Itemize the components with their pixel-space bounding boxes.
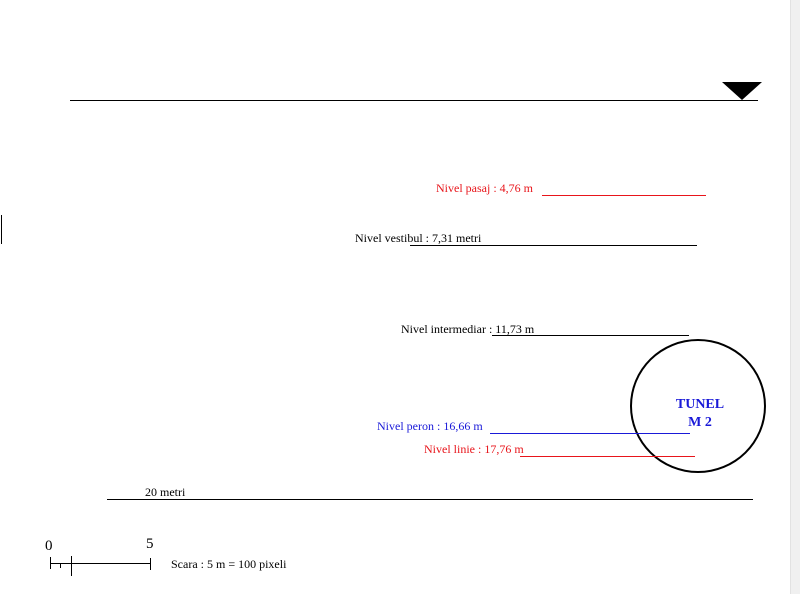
level-peron-label: Nivel peron : 16,66 m [377, 419, 483, 433]
scale-caption: Scara : 5 m = 100 pixeli [171, 557, 287, 571]
scale-bar [50, 563, 150, 564]
ground-level-line [70, 100, 758, 101]
tunnel-label-line1: TUNEL [675, 397, 725, 412]
tunnel-label: TUNEL M 2 [672, 396, 728, 432]
level-linie-label: Nivel linie : 17,76 m [424, 442, 524, 456]
scale-tick-mid [71, 556, 72, 576]
scale-five-label: 5 [146, 536, 154, 552]
level-linie-line [520, 456, 695, 457]
text-cursor [1, 215, 2, 244]
scale-tick-start [50, 557, 51, 569]
level-pasaj-line [542, 195, 706, 196]
level-vestibul-label: Nivel vestibul : 7,31 metri [355, 231, 482, 245]
level-intermediar-label: Nivel intermediar : 11,73 m [401, 322, 535, 336]
vertical-scrollbar[interactable] [790, 0, 800, 594]
scale-tick-minor [60, 563, 61, 568]
scale-zero-label: 0 [45, 538, 53, 554]
level-peron-line [490, 433, 690, 434]
scale-tick-end [150, 558, 151, 570]
depth-20m-label: 20 metri [145, 485, 186, 499]
tunnel-circle [630, 339, 766, 473]
level-intermediar-line [492, 335, 689, 336]
depth-20m-line [107, 499, 753, 500]
level-pasaj-label: Nivel pasaj : 4,76 m [436, 181, 533, 195]
level-vestibul-line [410, 245, 697, 246]
tunnel-label-line2: M 2 [688, 415, 712, 430]
ground-level-marker-icon [722, 82, 762, 100]
